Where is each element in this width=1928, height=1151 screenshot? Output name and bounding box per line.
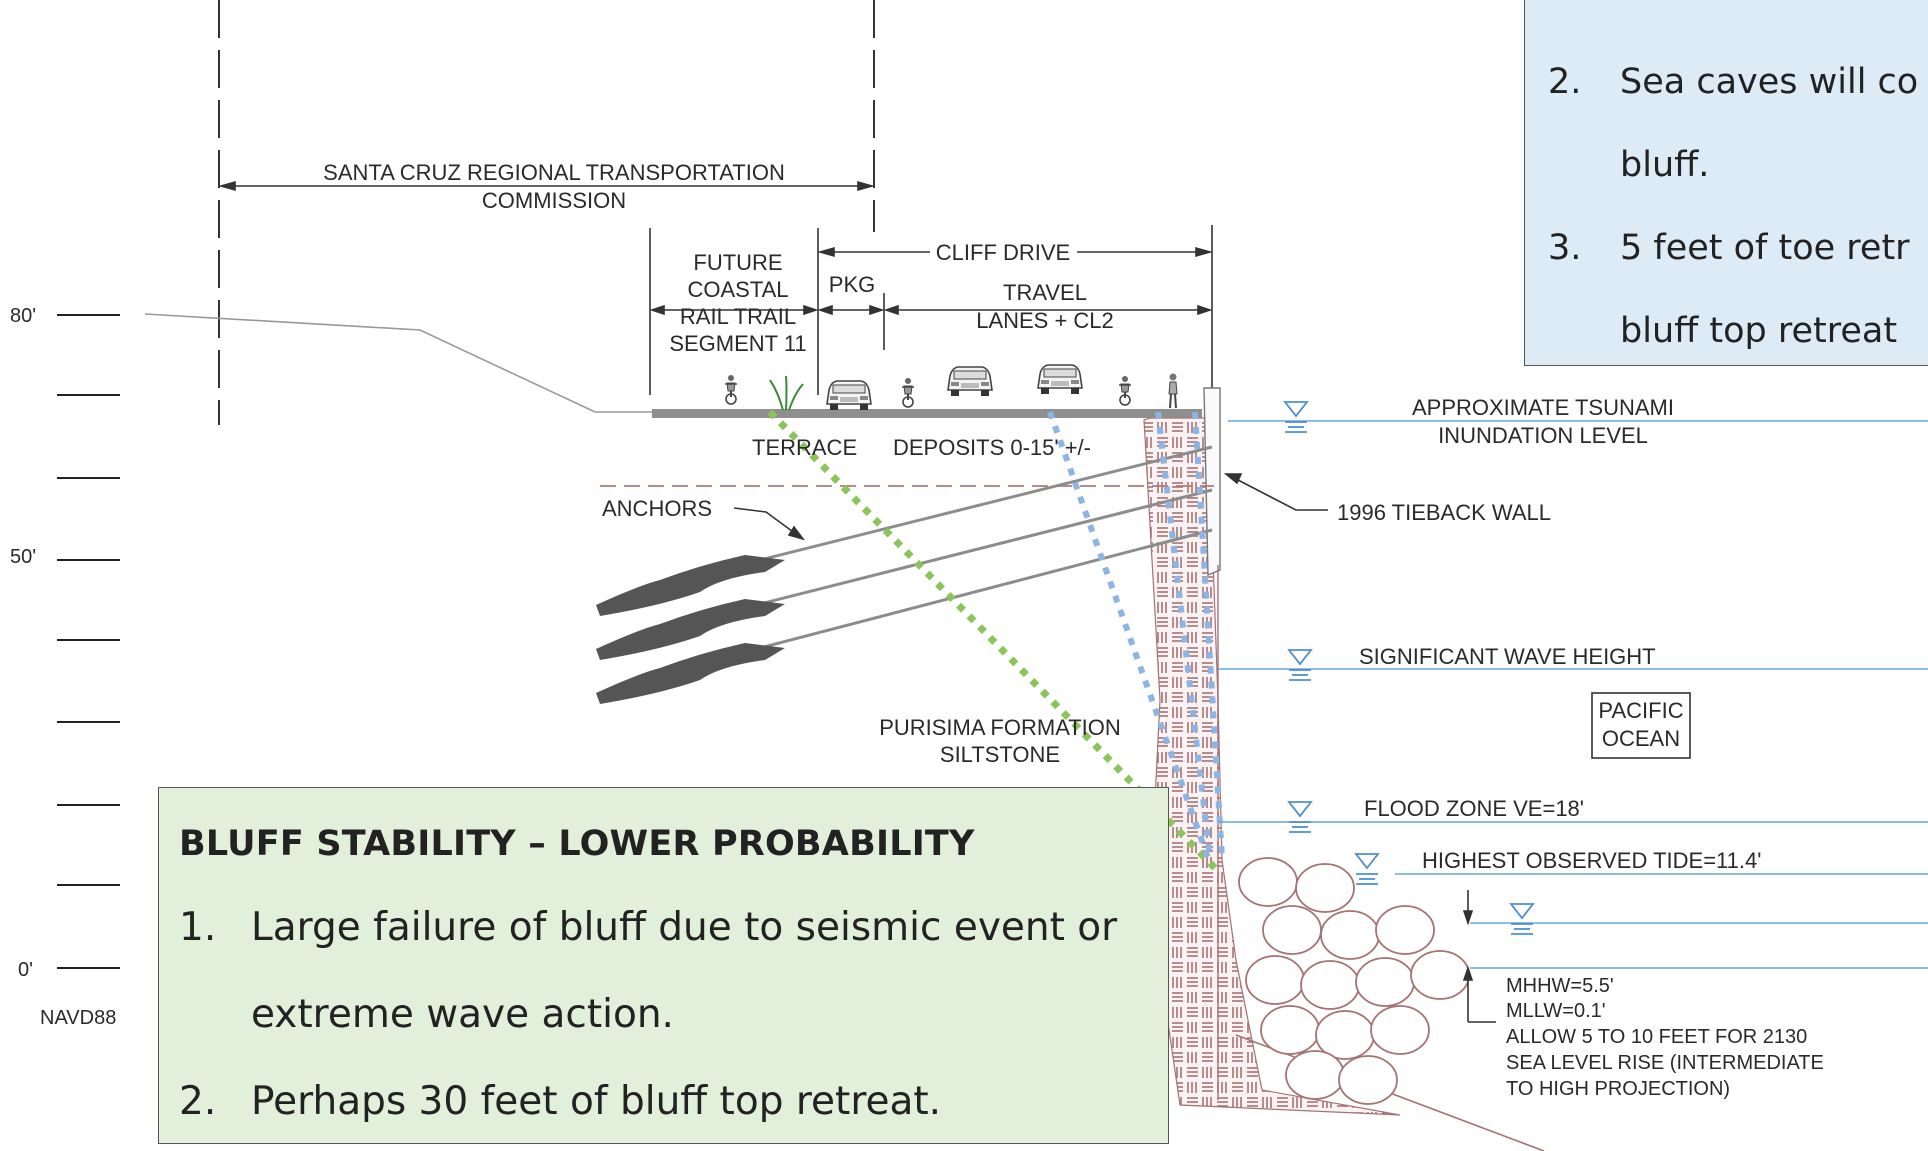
vehicle-icon [1037, 364, 1083, 395]
road-surface [652, 409, 1202, 418]
elevation-label-50: 50' [10, 546, 36, 568]
elevation-label-80: 80' [10, 305, 36, 327]
mhhw-label: MHHW=5.5' [1506, 975, 1614, 997]
callout-title: BLUFF STABILITY – LOWER PROBABILITY [179, 824, 975, 864]
slr-label-line3: TO HIGH PROJECTION) [1506, 1078, 1730, 1100]
vehicle-icon [826, 380, 872, 411]
callout-upper-item: 2. Sea caves will co [1548, 41, 1928, 124]
item-number: 2. [1548, 62, 1582, 102]
terrace-deposits-label: DEPOSITS 0-15' +/- [893, 435, 1091, 460]
mllw-label: MLLW=0.1' [1506, 1000, 1606, 1022]
slr-label-line2: SEA LEVEL RISE (INTERMEDIATE [1506, 1052, 1824, 1074]
item-text: Sea caves will co [1620, 62, 1919, 102]
cliff-drive-label: CLIFF DRIVE [936, 240, 1070, 265]
pacific-ocean-box [1591, 692, 1691, 759]
tsunami-label-line1: APPROXIMATE TSUNAMI [1412, 395, 1674, 420]
bluff-stability-callout-upper: 2. Sea caves will co bluff. 3. 5 feet of… [1524, 0, 1928, 366]
vegetation [769, 375, 804, 411]
callout-upper-item: 3. 5 feet of toe retr [1548, 207, 1928, 290]
bluff-stability-callout-lower: BLUFF STABILITY – LOWER PROBABILITY 1. L… [158, 787, 1169, 1144]
water-level-lines [1218, 420, 1928, 969]
cyclist-icon [724, 374, 738, 405]
trail-label-line1: FUTURE [693, 250, 782, 275]
road-users [724, 364, 1178, 411]
trail-label-line3: RAIL TRAIL [680, 304, 796, 329]
purisima-label-line2: SILTSTONE [940, 742, 1060, 767]
travel-label-line2: LANES + CL2 [976, 308, 1114, 333]
pedestrian-icon [1168, 372, 1178, 409]
tieback-wall-label: 1996 TIEBACK WALL [1337, 500, 1551, 525]
anchors-label: ANCHORS [602, 496, 712, 521]
water-level-marker-icon [1288, 801, 1312, 833]
item-number: 3. [1548, 228, 1582, 268]
item-text: Perhaps 30 feet of bluff top retreat. [251, 1079, 942, 1124]
pkg-label: PKG [829, 272, 875, 297]
water-level-marker-icon [1284, 401, 1308, 433]
tieback-wall [1203, 387, 1221, 577]
blue-failure-line-1 [1047, 410, 1211, 860]
trail-label-line2: COASTAL [687, 277, 788, 302]
callout-item: 1. Large failure of bluff due to seismic… [179, 884, 1168, 971]
cyclist-icon [1118, 375, 1132, 406]
property-lines [218, 0, 875, 425]
callout-upper-item-continued: bluff. [1620, 145, 1710, 185]
water-level-marker-icon [1288, 649, 1312, 681]
purisima-label-line1: PURISIMA FORMATION [879, 715, 1121, 740]
callout-upper-item-continued: bluff top retreat [1620, 311, 1898, 351]
elevation-scale [57, 314, 120, 969]
slr-label-line1: ALLOW 5 TO 10 FEET FOR 2130 [1506, 1026, 1807, 1048]
callout-item: 2. Perhaps 30 feet of bluff top retreat. [179, 1058, 1168, 1145]
cyclist-icon [901, 377, 915, 408]
callout-item-continued: extreme wave action. [251, 992, 674, 1037]
item-number: 1. [179, 905, 217, 950]
water-level-marker-icon [1355, 853, 1379, 885]
riprap-boulders [1238, 857, 1470, 1105]
item-number: 2. [179, 1079, 217, 1124]
water-level-marker-icon [1510, 903, 1534, 935]
tieback-anchors [596, 445, 1213, 704]
travel-label-line1: TRAVEL [1003, 280, 1087, 305]
elevation-label-0: 0' [18, 959, 33, 981]
wave-height-label: SIGNIFICANT WAVE HEIGHT [1359, 644, 1656, 669]
anchors-leader [733, 507, 806, 541]
trail-label-line4: SEGMENT 11 [669, 331, 806, 356]
item-text: 5 feet of toe retr [1620, 228, 1910, 268]
datum-label: NAVD88 [40, 1007, 116, 1029]
rtc-label-line1: SANTA CRUZ REGIONAL TRANSPORTATION [323, 160, 785, 185]
tieback-leader [1223, 473, 1328, 511]
flood-zone-label: FLOOD ZONE VE=18' [1364, 796, 1584, 821]
tsunami-label-line2: INUNDATION LEVEL [1438, 423, 1648, 448]
vehicle-icon [947, 366, 993, 397]
rtc-label-line2: COMMISSION [482, 188, 626, 213]
item-text: Large failure of bluff due to seismic ev… [251, 905, 1118, 950]
rtc-dimension [218, 180, 875, 192]
cliff-drive-dimension [649, 225, 1213, 415]
terrace-label: TERRACE [752, 435, 857, 460]
pacific-ocean-line2: OCEAN [1602, 726, 1680, 751]
highest-tide-label: HIGHEST OBSERVED TIDE=11.4' [1422, 848, 1761, 873]
pacific-ocean-line1: PACIFIC [1598, 698, 1683, 723]
tidal-range-dimension [1462, 890, 1496, 1023]
